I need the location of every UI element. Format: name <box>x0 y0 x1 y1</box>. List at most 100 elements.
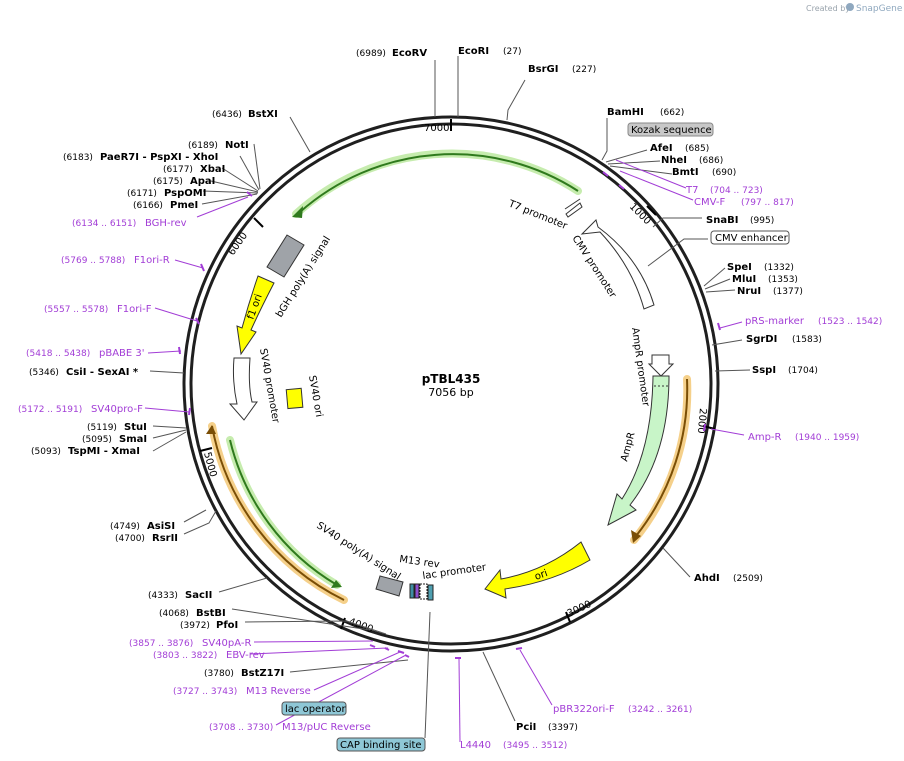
backbone-outer <box>182 115 720 653</box>
ampr-promoter-arrow <box>647 354 675 377</box>
enzyme-pos-stui: (5119) <box>87 423 117 433</box>
primer-range-sv40par: (3857 .. 3876) <box>129 639 193 649</box>
primer-range-t7: (704 .. 723) <box>710 186 763 196</box>
label-t7-promoter: T7 promoter <box>506 198 569 232</box>
cmv-promoter-arrow <box>580 219 655 310</box>
enzyme-pos-snabi: (995) <box>750 216 774 226</box>
enzyme-name-smai: SmaI <box>119 434 147 445</box>
plasmid-name: pTBL435 <box>422 372 481 386</box>
enzyme-pos-sspi: (1704) <box>788 366 818 376</box>
enzyme-pos-ecori: (27) <box>503 47 521 57</box>
enzyme-name-xbai: XbaI <box>200 164 225 175</box>
enzyme-pos-bstxi: (6436) <box>212 110 242 120</box>
label-sv40-polya: SV40 poly(A) signal <box>314 520 402 582</box>
primer-name-f1orir: F1ori-R <box>134 255 170 266</box>
enzyme-pos-asisi: (4749) <box>110 522 140 532</box>
enzyme-name-pmei: PmeI <box>170 200 198 211</box>
primer-name-m13puc: M13/pUC Reverse <box>282 722 371 733</box>
enzyme-name-bstbi: BstBI <box>196 608 226 619</box>
primer-name-cmvf: CMV-F <box>694 197 725 208</box>
leader-lines <box>149 56 751 739</box>
svg-text:CMV enhancer: CMV enhancer <box>715 233 789 244</box>
enzyme-name-pspomi: PspOMI <box>164 188 206 199</box>
label-ampr: AmpR <box>619 431 637 463</box>
enzyme-pos-nhei: (686) <box>699 156 723 166</box>
enzyme-pos-pcii: (3397) <box>548 723 578 733</box>
svg-text:CAP binding site: CAP binding site <box>340 740 422 751</box>
enzyme-name-ecorv: EcoRV <box>392 48 427 59</box>
f1-ori-arrow <box>236 275 275 356</box>
enzyme-name-sgrdi: SgrDI <box>746 334 777 345</box>
primer-name-f1orif: F1ori-F <box>117 304 152 315</box>
enzyme-pos-sgrdi: (1583) <box>792 335 822 345</box>
primer-range-l4440: (3495 .. 3512) <box>503 741 567 751</box>
primer-range-f1orir: (5769 .. 5788) <box>61 256 125 266</box>
enzyme-name-sspi: SspI <box>752 365 776 376</box>
enzyme-name-paer7i: PaeR7I - PspXI - XhoI <box>100 152 218 163</box>
primer-range-f1orif: (5557 .. 5578) <box>44 305 108 315</box>
cap-site-shape <box>427 584 434 601</box>
ori-arrow <box>484 541 591 599</box>
enzyme-name-noti: NotI <box>225 140 249 151</box>
lac-operator-shape <box>409 583 415 599</box>
enzyme-pos-mlui: (1353) <box>768 275 798 285</box>
enzyme-pos-apai: (6175) <box>153 177 183 187</box>
tick-7000: 7000 <box>424 119 452 134</box>
enzyme-pos-nrui: (1377) <box>773 287 803 297</box>
primer-range-ampr: (1940 .. 1959) <box>795 433 859 443</box>
primer-range-m13puc: (3708 .. 3730) <box>209 723 273 733</box>
enzyme-pos-pfoi: (3972) <box>180 621 210 631</box>
svg-text:7000: 7000 <box>424 123 449 134</box>
enzyme-name-bsrgi: BsrGI <box>528 64 558 75</box>
label-ori: ori <box>533 568 549 583</box>
enzyme-name-nrui: NruI <box>737 286 761 297</box>
ampr-arrow <box>607 375 670 527</box>
primer-name-sv40prof: SV40pro-F <box>91 404 143 415</box>
enzyme-name-pcii: PciI <box>516 722 536 733</box>
enzyme-name-tspmi: TspMI - XmaI <box>68 446 140 457</box>
primer-name-l4440: L4440 <box>460 740 491 751</box>
primer-range-cmvf: (797 .. 817) <box>741 198 794 208</box>
enzyme-pos-csii: (5346) <box>29 368 59 378</box>
enzyme-pos-bmti: (690) <box>712 168 736 178</box>
primer-range-pbabe3: (5418 .. 5438) <box>26 349 90 359</box>
enzyme-pos-bstz17i: (3780) <box>204 669 234 679</box>
enzyme-name-spei: SpeI <box>727 262 752 273</box>
enzyme-name-pfoi: PfoI <box>216 620 238 631</box>
primer-labels: T7 (704 .. 723) CMV-F (797 .. 817) pRS-m… <box>18 185 882 751</box>
primer-range-ebvrev: (3803 .. 3822) <box>153 651 217 661</box>
primer-range-bghrev: (6134 .. 6151) <box>72 219 136 229</box>
label-m13-rev: M13 rev <box>399 554 441 571</box>
enzyme-name-mlui: MluI <box>732 274 756 285</box>
label-sv40-promoter: SV40 promoter <box>257 348 281 425</box>
green-arrow-sv40 <box>229 439 338 586</box>
sv40-ori-shape <box>285 387 304 410</box>
enzyme-name-apai: ApaI <box>190 176 215 187</box>
enzyme-pos-paer7i: (6183) <box>63 153 93 163</box>
primer-lines <box>144 159 745 743</box>
primer-name-prs-marker: pRS-marker <box>745 316 805 327</box>
enzyme-name-afei: AfeI <box>650 143 673 154</box>
primer-name-pbabe3: pBABE 3' <box>99 348 145 359</box>
primer-range-m13rev: (3727 .. 3743) <box>173 687 237 697</box>
primer-name-ebvrev: EBV-rev <box>226 650 265 661</box>
enzyme-pos-rsrii: (4700) <box>115 534 145 544</box>
svg-text:2000: 2000 <box>695 408 708 434</box>
label-ampr-promoter: AmpR promoter <box>629 327 651 408</box>
enzyme-name-bstxi: BstXI <box>248 109 278 120</box>
lac-promoter-shape <box>419 583 428 600</box>
enzyme-labels: (6989) EcoRV EcoRI (27) BsrGI (227) BamH… <box>29 46 822 733</box>
enzyme-pos-afei: (685) <box>685 144 709 154</box>
bgh-polya-shape <box>266 234 305 278</box>
enzyme-pos-ecorv: (6989) <box>356 49 386 59</box>
primer-range-sv40prof: (5172 .. 5191) <box>18 405 82 415</box>
snapgene-logo-icon <box>846 3 854 11</box>
enzyme-pos-pmei: (6166) <box>133 201 163 211</box>
box-lac-operator: lac operator <box>281 701 347 716</box>
orange-arrow-sv40 <box>211 425 345 601</box>
enzyme-pos-pspomi: (6171) <box>127 189 157 199</box>
enzyme-name-stui: StuI <box>124 422 147 433</box>
enzyme-name-bstz17i: BstZ17I <box>241 668 284 679</box>
primer-name-pbr322ori: pBR322ori-F <box>553 704 615 715</box>
